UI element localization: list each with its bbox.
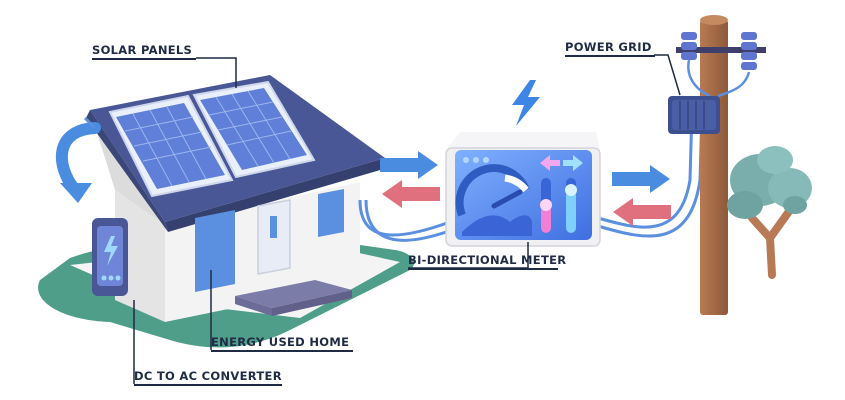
dc-to-ac-converter xyxy=(92,218,128,296)
power-grid-underline xyxy=(565,55,655,57)
solar-panels-label: SOLAR PANELS xyxy=(92,43,193,57)
lightning-icon xyxy=(512,80,540,126)
bi-directional-meter-underline xyxy=(408,268,558,270)
bi-directional-meter-label: BI-DIRECTIONAL METER xyxy=(408,253,567,267)
power-grid-pole xyxy=(668,15,766,315)
solar-panels-underline xyxy=(92,58,196,60)
dc-to-ac-converter-underline xyxy=(134,384,282,386)
power-grid-label: POWER GRID xyxy=(565,40,652,54)
dc-to-ac-converter-label: DC TO AC CONVERTER xyxy=(134,369,282,383)
side-window xyxy=(318,189,344,237)
solar-panels xyxy=(108,80,316,198)
house-meter-arrows xyxy=(380,151,440,208)
energy-used-home-underline xyxy=(211,350,353,352)
bi-directional-meter xyxy=(445,132,601,247)
cables xyxy=(83,109,704,242)
front-window xyxy=(195,210,235,292)
tree xyxy=(727,146,812,279)
meter-grid-arrows xyxy=(612,165,671,226)
energy-used-home-label: ENERGY USED HOME xyxy=(211,335,350,349)
